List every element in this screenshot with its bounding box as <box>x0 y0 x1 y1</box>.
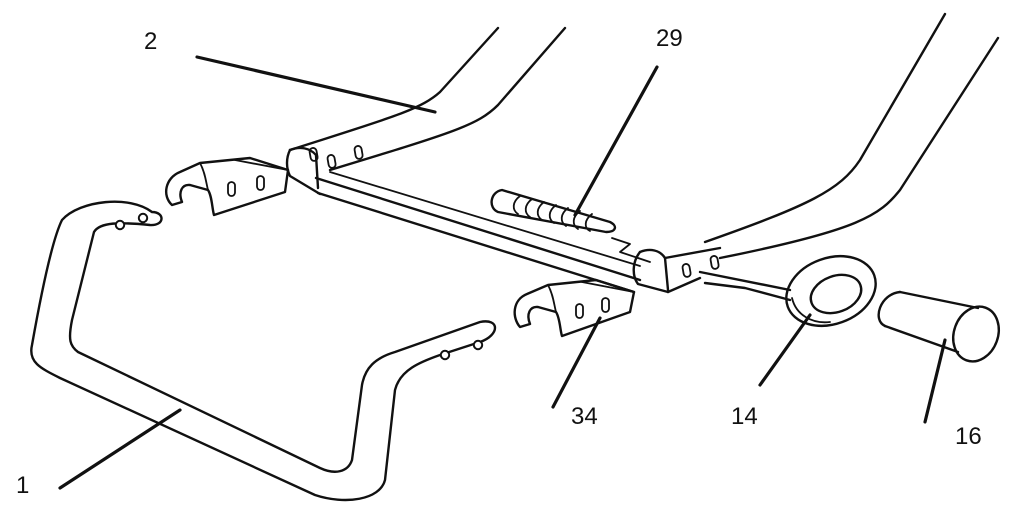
part-29-spring-pin <box>490 188 617 234</box>
leader-34 <box>551 316 602 409</box>
leader-1 <box>58 408 182 490</box>
label-part-29: 29 <box>656 25 683 52</box>
label-part-2: 2 <box>144 28 158 55</box>
label-part-16: 16 <box>955 423 982 450</box>
part-34-clip-upper <box>164 156 290 217</box>
leader-14 <box>758 313 812 387</box>
leader-29 <box>573 65 659 217</box>
label-part-14: 14 <box>731 403 758 430</box>
part-1-u-frame <box>30 200 497 502</box>
leader-16 <box>923 338 947 424</box>
leader-2 <box>195 55 437 114</box>
leader-lines <box>58 55 947 490</box>
part-2-upper-frame <box>285 12 1000 302</box>
label-part-34: 34 <box>571 403 598 430</box>
label-part-1: 1 <box>16 472 30 499</box>
part-16-cylinder <box>877 290 1000 363</box>
part-34-clip-lower <box>513 278 636 338</box>
part-14-ring <box>785 255 877 327</box>
